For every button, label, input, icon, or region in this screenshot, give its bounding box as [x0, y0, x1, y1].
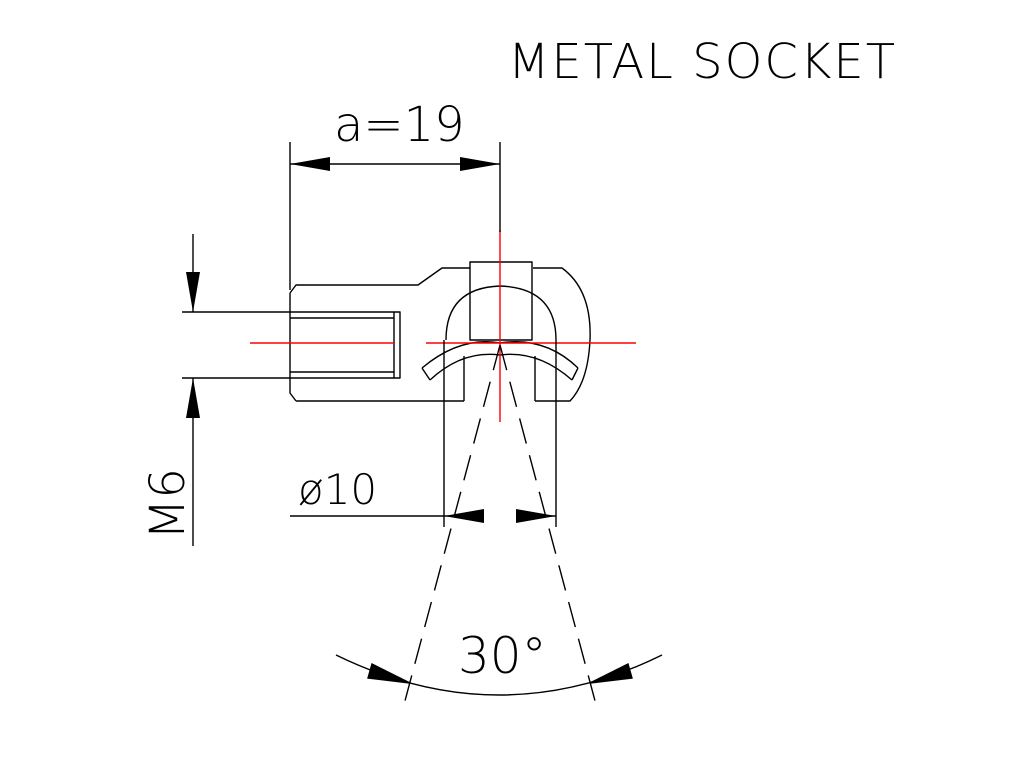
thread-dimension: [182, 234, 290, 546]
angle-label: 30°: [458, 627, 547, 685]
diameter-dimension: [290, 340, 557, 527]
length-label: a=19: [334, 97, 465, 153]
length-dimension: [289, 142, 501, 290]
angle-arrow-left: [367, 662, 411, 684]
angle-dimension: [335, 344, 663, 713]
diameter-label: ø10: [298, 465, 377, 514]
angle-ray-left: [401, 344, 501, 713]
socket-head: [533, 267, 591, 402]
pin-block: [469, 261, 533, 341]
drawing-title: METAL SOCKET: [508, 34, 897, 90]
centerlines: [250, 230, 636, 422]
thread-label: M6: [140, 468, 196, 540]
socket-shank: [289, 267, 470, 402]
angle-ray-right: [499, 344, 599, 713]
angle-arrow-right: [589, 662, 633, 684]
socket-outline: [289, 261, 591, 402]
threaded-bore: [290, 311, 401, 379]
socket-opening: [463, 356, 536, 401]
ball-cavity: [445, 285, 557, 341]
